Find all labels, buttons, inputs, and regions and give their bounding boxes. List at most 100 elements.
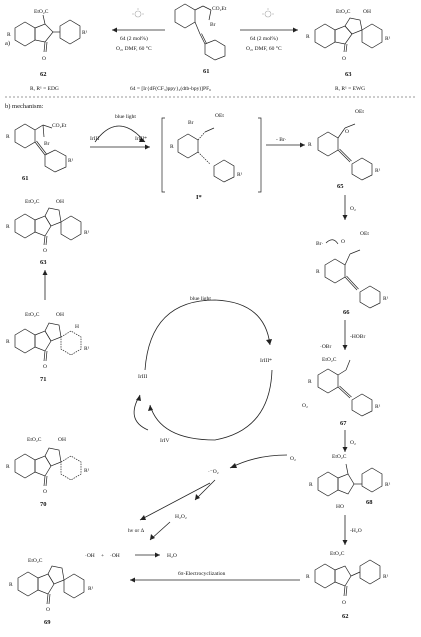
label-r1-67: R¹ — [375, 404, 381, 410]
structure-69 — [17, 565, 85, 605]
label-o-71: O — [43, 364, 47, 370]
arrow-head-62 — [112, 27, 117, 33]
label-eto2c-71: EtO₂C — [25, 312, 40, 318]
blue-light-label-2: blue light — [190, 296, 211, 302]
label-eto2c-68: EtO₂C — [332, 454, 347, 460]
compound-71: 71 — [40, 376, 47, 383]
label-co2et-61: CO₂Et — [212, 6, 227, 12]
compound-61-mech: 61 — [22, 175, 29, 182]
compound-62-bottom: 62 — [342, 613, 349, 620]
structure-63-top — [314, 17, 383, 53]
label-r1-66: R¹ — [383, 296, 389, 302]
light-bulb-icon-left — [132, 8, 144, 18]
label-r1-63m: R¹ — [84, 230, 90, 236]
label-o-66a: O — [341, 239, 345, 245]
arrow-o2-to-superox — [229, 454, 288, 469]
label-co2et-61m: CO₂Et — [52, 123, 67, 129]
compound-68: 68 — [366, 499, 373, 506]
cycle-arc-left — [133, 394, 149, 431]
arrow-head-63 — [293, 27, 298, 33]
compound-70: 70 — [40, 501, 47, 508]
h2o-label: H₂O — [167, 553, 177, 559]
label-ho-68: HO — [336, 504, 344, 510]
o2-to-cycle-label: O₂ — [290, 456, 296, 462]
compound-62-top: 62 — [40, 71, 47, 78]
label-br-61m: Br — [44, 141, 50, 147]
ir3-label-1: IrIII — [90, 136, 99, 142]
compound-65: 65 — [337, 183, 344, 190]
label-r-61m: R — [6, 134, 10, 140]
label-br-61: Br — [210, 22, 216, 28]
label-br-I: Br — [188, 120, 194, 126]
label-r-I: R — [170, 144, 174, 150]
label-o2-67: O₂ — [302, 403, 308, 409]
label-r1-65: R¹ — [375, 168, 381, 174]
label-o-63m: O — [43, 248, 47, 254]
label-r-63m: R — [6, 224, 10, 230]
label-oet-66: OEt — [360, 231, 369, 237]
label-oh-71: OH — [56, 312, 64, 318]
label-r-70: R — [6, 464, 10, 470]
arrow-superox-to-70 — [139, 482, 211, 521]
section-a-label: a) — [5, 40, 10, 47]
structure-61-top — [174, 3, 226, 61]
right-condition-1: 64 (2 mol%) — [250, 35, 278, 42]
minus-br-label: - Br· — [276, 137, 287, 143]
ir3-label-2: IrIII — [138, 374, 147, 380]
oh-radical-2: ·OH — [110, 553, 120, 559]
label-oh-70: OH — [58, 437, 66, 443]
label-r-65: R — [308, 142, 312, 148]
catalyst-definition: 64 = [Ir{dF(CF₃)ppy}₂(dtb-bpy)]PF₆ — [130, 85, 211, 92]
label-eto2c-62: EtO₂C — [34, 9, 49, 15]
label-eto2c-69: EtO₂C — [28, 558, 43, 564]
label-r1-71: R¹ — [84, 346, 90, 352]
ir4-label: IrIV — [160, 438, 169, 444]
label-eto2c-63m: EtO₂C — [25, 199, 40, 205]
minus-hobr-label: -HOBr — [350, 334, 365, 340]
label-r-62b: R — [306, 574, 310, 580]
label-h-71: H — [75, 324, 79, 330]
label-oh-63m: OH — [56, 199, 64, 205]
label-r1-61m: R¹ — [68, 158, 74, 164]
minus-h2o-label: -H₂O — [350, 528, 362, 534]
structure-63-mech — [14, 207, 82, 246]
label-o-62b: O — [342, 600, 346, 606]
oh-radical-1: ·OH — [85, 553, 95, 559]
blue-light-label-1: blue light — [115, 114, 136, 120]
label-r1-68: R¹ — [385, 482, 391, 488]
label-o-62: O — [42, 56, 46, 62]
label-r1-70: R¹ — [84, 468, 90, 474]
section-b-label: b) mechanism: — [5, 103, 44, 110]
ir3s-label-1: IrIII* — [135, 136, 147, 142]
plus-sign: + — [101, 553, 104, 559]
label-r1-I: R¹ — [237, 172, 243, 178]
compound-67: 67 — [340, 420, 347, 427]
compound-66: 66 — [343, 309, 350, 316]
label-o-65: O — [345, 129, 349, 135]
ir3s-label-2: IrIII* — [260, 358, 272, 364]
label-eto2c-67: EtO₂C — [322, 357, 337, 363]
label-r-66: R — [316, 269, 320, 275]
label-r-68: R — [309, 482, 313, 488]
structure-61-mech — [14, 123, 67, 173]
compound-63-top: 63 — [345, 71, 352, 78]
label-r1-69: R¹ — [88, 586, 94, 592]
left-condition-1: 64 (2 mol%) — [120, 35, 148, 42]
label-r-71: R — [6, 339, 10, 345]
label-r-67: R — [308, 379, 312, 385]
left-condition-2: O₂, DMF, 60 °C — [116, 45, 152, 52]
structure-71 — [14, 322, 82, 362]
right-condition-2: O₂, DMF, 60 °C — [246, 45, 282, 52]
o2-label-2: O₂ — [350, 440, 356, 446]
obr-label: ·OBr — [320, 344, 331, 350]
label-r1-63: R¹ — [385, 36, 391, 42]
cycle-arc-top — [144, 299, 271, 371]
label-eto2c-62b: EtO₂C — [330, 551, 345, 557]
label-eto2c-70: EtO₂C — [27, 437, 42, 443]
br-radical-label: Br· — [316, 241, 324, 247]
label-r-62: R — [7, 32, 11, 38]
compound-63-mech: 63 — [40, 259, 47, 266]
label-r-69: R — [9, 582, 13, 588]
structure-66 — [324, 249, 381, 309]
